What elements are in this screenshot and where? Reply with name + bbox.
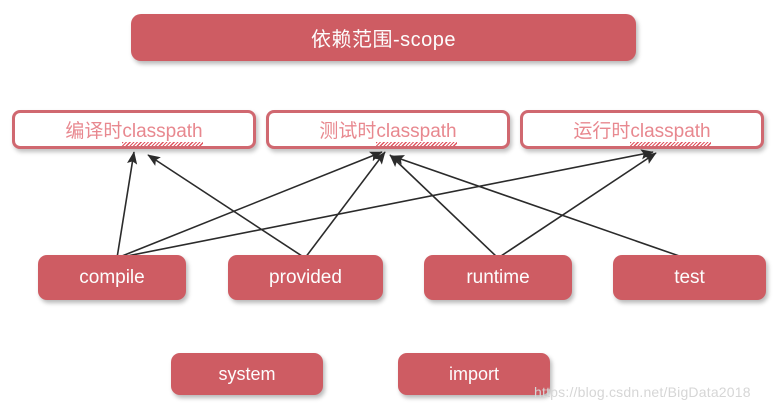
test-classpath-suffix: classpath bbox=[376, 121, 457, 146]
test-classpath-box: 测试时classpath bbox=[266, 110, 510, 149]
scope-box-provided: provided bbox=[228, 255, 383, 300]
compile-classpath-box: 编译时classpath bbox=[12, 110, 256, 149]
compile-classpath-label: 编译时classpath bbox=[65, 116, 203, 146]
diagram-title-box: 依赖范围-scope bbox=[131, 14, 636, 61]
compile-classpath-suffix: classpath bbox=[122, 121, 203, 146]
test-classpath-prefix: 测试时 bbox=[319, 121, 377, 142]
runtime-classpath-label: 运行时classpath bbox=[573, 116, 711, 146]
page-title: 依赖范围-scope bbox=[310, 29, 457, 51]
arrow-compile-to-compile-classpath bbox=[116, 151, 138, 259]
scope-box-compile: compile bbox=[38, 255, 186, 300]
scope-label-provided: provided bbox=[269, 266, 342, 288]
runtime-classpath-suffix: classpath bbox=[630, 121, 711, 146]
scope-box-import: import bbox=[398, 353, 550, 395]
scope-label-import: import bbox=[448, 363, 499, 384]
test-classpath-label: 测试时classpath bbox=[319, 116, 457, 146]
runtime-classpath-prefix: 运行时 bbox=[573, 121, 631, 142]
scope-box-system: system bbox=[171, 353, 323, 395]
scope-label-test: test bbox=[674, 266, 705, 288]
arrow-provided-to-test-classpath bbox=[304, 151, 386, 259]
arrow-compile-to-test-classpath bbox=[116, 151, 383, 259]
arrow-compile-to-runtime-classpath bbox=[116, 149, 654, 259]
arrow-runtime-to-test-classpath bbox=[389, 154, 499, 259]
scope-box-runtime: runtime bbox=[424, 255, 572, 300]
arrow-test-to-test-classpath bbox=[391, 155, 686, 259]
scope-box-test: test bbox=[613, 255, 766, 300]
arrow-provided-to-compile-classpath bbox=[147, 154, 306, 259]
runtime-classpath-box: 运行时classpath bbox=[520, 110, 764, 149]
compile-classpath-prefix: 编译时 bbox=[65, 121, 123, 142]
watermark-text: https://blog.csdn.net/BigData2018 bbox=[534, 384, 751, 400]
scope-label-compile: compile bbox=[79, 266, 145, 288]
scope-label-system: system bbox=[218, 363, 276, 384]
dependency-arrows bbox=[116, 149, 686, 259]
scope-label-runtime: runtime bbox=[466, 266, 530, 288]
arrow-runtime-to-runtime-classpath bbox=[497, 152, 657, 259]
